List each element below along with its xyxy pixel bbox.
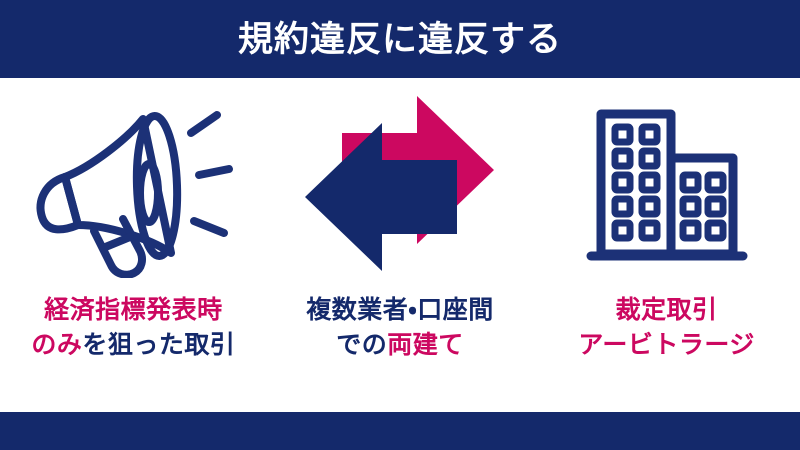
caption-segment: 両建て [387,330,464,359]
megaphone-icon [36,111,233,278]
content-columns: 経済指標発表時 のみを狙った取引 複数業者・口座間 [0,78,800,412]
two-way-arrows-icon-slot [267,78,534,293]
caption-segment: を狙った取引 [82,330,236,359]
caption-segment: のみ [31,330,83,359]
page-title: 規約違反に違反する [237,19,562,59]
arrow-left-shape [305,123,457,271]
windows-short-building [679,171,727,241]
caption-arbitrage: 裁定取引 アービトラージ [578,293,755,362]
caption-line-1: 経済指標発表時 [31,293,235,328]
caption-economic-indicator: 経済指標発表時 のみを狙った取引 [31,293,235,362]
caption-segment: での [336,330,388,359]
header-bar: 規約違反に違反する [0,0,800,78]
footer-bar [0,412,800,450]
caption-line-1: 裁定取引 [578,293,755,328]
caption-line-2: アービトラージ [578,328,755,363]
caption-line-2: のみを狙った取引 [31,328,235,363]
caption-segment: 裁定取引 [615,296,718,324]
windows-tall-building [611,123,661,241]
office-buildings-icon [586,109,748,260]
caption-segment: アービトラージ [578,330,755,359]
megaphone-icon-slot [0,78,267,293]
column-economic-indicator: 経済指標発表時 のみを狙った取引 [0,78,267,412]
caption-segment: 複数業者・口座間 [306,296,494,324]
two-way-arrows-icon [305,96,494,271]
column-arbitrage: 裁定取引 アービトラージ [533,78,800,412]
column-multi-broker-hedge: 複数業者・口座間 での両建て [267,78,534,412]
caption-line-2: での両建て [306,328,494,363]
office-buildings-icon-slot [533,78,800,293]
caption-segment: 経済指標発表時 [44,296,223,324]
caption-line-1: 複数業者・口座間 [306,293,494,328]
caption-multi-broker-hedge: 複数業者・口座間 での両建て [306,293,494,362]
